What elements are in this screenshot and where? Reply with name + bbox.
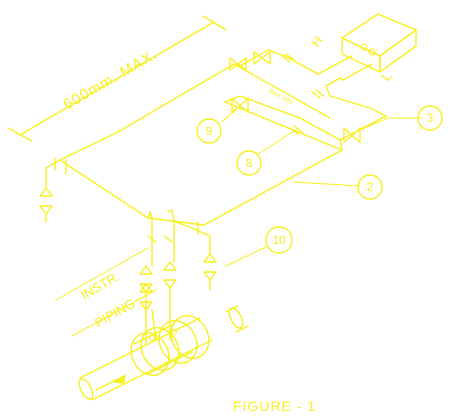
flow-arrow-icon — [112, 374, 126, 384]
instr-piping-band — [55, 247, 157, 337]
impulse-line-high — [59, 49, 353, 161]
dimension-line — [7, 15, 227, 142]
svg-text:8: 8 — [246, 156, 253, 170]
piping-label: PIPING — [92, 296, 138, 331]
valve-right — [343, 127, 361, 143]
figure-caption: FIGURE - 1 — [233, 398, 316, 414]
instr-label: INSTR. — [78, 268, 122, 302]
tapping-lines — [145, 209, 211, 345]
svg-text:10: 10 — [272, 233, 286, 247]
callout-10: 10 — [265, 226, 293, 254]
transmitter-box — [341, 13, 417, 73]
dimension-label: 600mm. MAX. — [61, 46, 161, 114]
valve-root-a — [139, 265, 153, 293]
valve-left-drop — [39, 187, 53, 215]
callout-3: 3 — [417, 105, 443, 131]
svg-text:9: 9 — [206, 124, 213, 138]
valve-9 — [231, 97, 249, 113]
valve-root-b — [163, 261, 177, 289]
impulse-line-low — [224, 63, 387, 141]
callout-leaders — [221, 107, 423, 267]
svg-text:3: 3 — [427, 111, 434, 125]
manifold-lines — [59, 63, 343, 226]
drain-left — [45, 159, 61, 223]
valve-top-left — [229, 57, 247, 71]
sub-dimension-label: MAX. 600 — [267, 88, 294, 106]
callout-9: 9 — [196, 118, 222, 144]
h-port-label: H — [308, 33, 326, 49]
callout-2: 2 — [357, 174, 383, 200]
process-pipe — [78, 305, 249, 401]
callout-8: 8 — [236, 150, 262, 176]
valve-upper — [253, 51, 271, 65]
svg-text:2: 2 — [367, 180, 374, 194]
valve-10-drop — [203, 253, 217, 281]
l-port-label: L — [378, 69, 394, 84]
